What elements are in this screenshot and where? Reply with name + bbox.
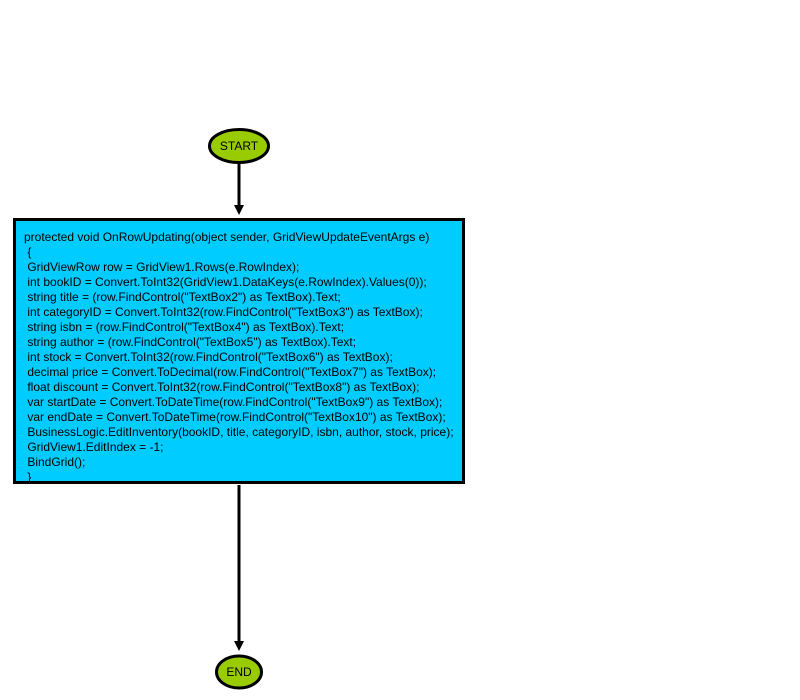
start-node: START: [208, 128, 270, 164]
end-node: END: [215, 654, 263, 690]
code-line: int stock = Convert.ToInt32(row.FindCont…: [24, 350, 393, 364]
start-shape: [208, 128, 270, 164]
code-line: string isbn = (row.FindControl("TextBox4…: [24, 320, 345, 334]
code-line: var startDate = Convert.ToDateTime(row.F…: [24, 395, 443, 409]
code-line: GridViewRow row = GridView1.Rows(e.RowIn…: [24, 260, 300, 274]
code-line: float discount = Convert.ToInt32(row.Fin…: [24, 380, 420, 394]
code-line: }: [24, 470, 32, 484]
code-line: string author = (row.FindControl("TextBo…: [24, 335, 357, 349]
code-line: var endDate = Convert.ToDateTime(row.Fin…: [24, 410, 446, 424]
code-line: decimal price = Convert.ToDecimal(row.Fi…: [24, 365, 437, 379]
end-label: END: [226, 665, 252, 679]
code-line: {: [24, 245, 32, 259]
code-line: int categoryID = Convert.ToInt32(row.Fin…: [24, 305, 423, 319]
code-line: GridView1.EditIndex = -1;: [24, 440, 164, 454]
process-node: protected void OnRowUpdating(object send…: [13, 218, 465, 484]
code-line: BindGrid();: [24, 455, 86, 469]
code-line: int bookID = Convert.ToInt32(GridView1.D…: [24, 275, 427, 289]
start-label: START: [220, 139, 259, 153]
end-shape: [215, 654, 263, 690]
method-signature: protected void OnRowUpdating(object send…: [24, 230, 430, 244]
code-line: BusinessLogic.EditInventory(bookID, titl…: [24, 425, 454, 439]
code-line: string title = (row.FindControl("TextBox…: [24, 290, 341, 304]
